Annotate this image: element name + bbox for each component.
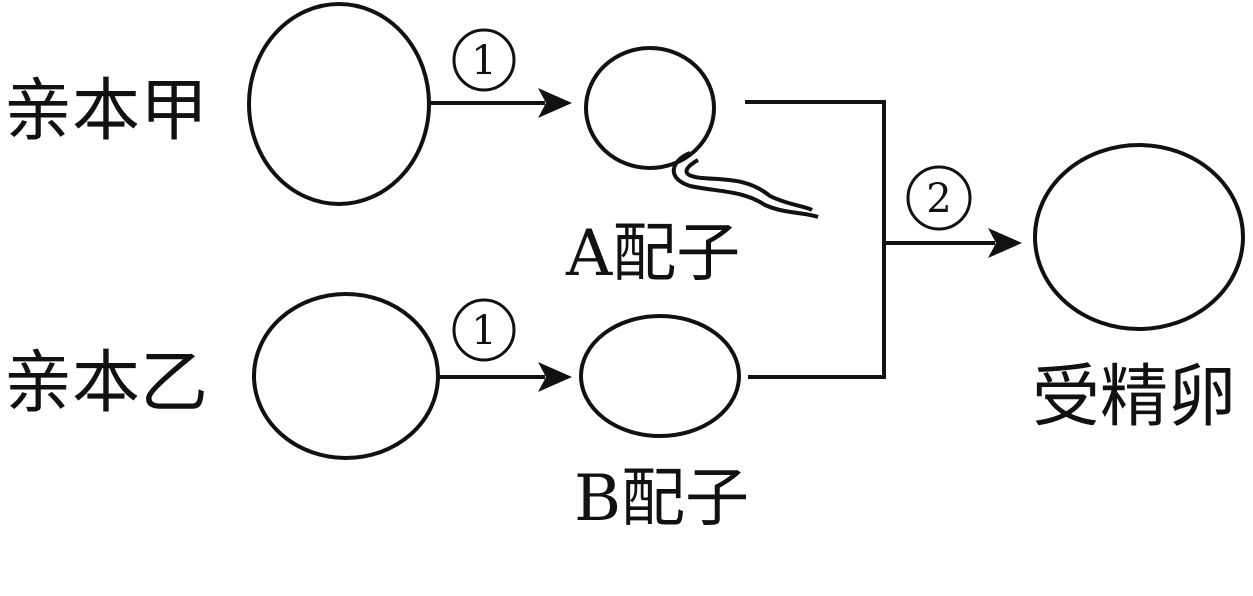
step-2-marker: 2 (906, 165, 972, 231)
arrow-parent-a-to-gamete-a (430, 88, 572, 118)
gamete-a-sperm (584, 46, 819, 219)
step-1-marker-bottom: 1 (452, 298, 516, 362)
parent-b-label: 亲本乙 (4, 344, 208, 423)
step-1-marker-top: 1 (452, 28, 516, 92)
step-1-number-bottom: 1 (471, 308, 496, 354)
gamete-a-label: A配子 (565, 217, 740, 291)
fertilization-bracket (745, 100, 886, 379)
arrow-parent-b-to-gamete-b (438, 362, 572, 392)
zygote-cell (1033, 143, 1245, 331)
zygote-label: 受精卵 (1032, 358, 1236, 437)
step-1-number-top: 1 (471, 38, 496, 84)
parent-b-cell (252, 292, 440, 460)
parent-a-label: 亲本甲 (4, 72, 208, 151)
parent-a-cell (247, 2, 431, 206)
step-2-number: 2 (926, 176, 951, 222)
arrow-gametes-to-zygote (884, 228, 1022, 258)
gamete-b-egg (579, 314, 741, 438)
gamete-b-label: B配子 (574, 462, 749, 536)
